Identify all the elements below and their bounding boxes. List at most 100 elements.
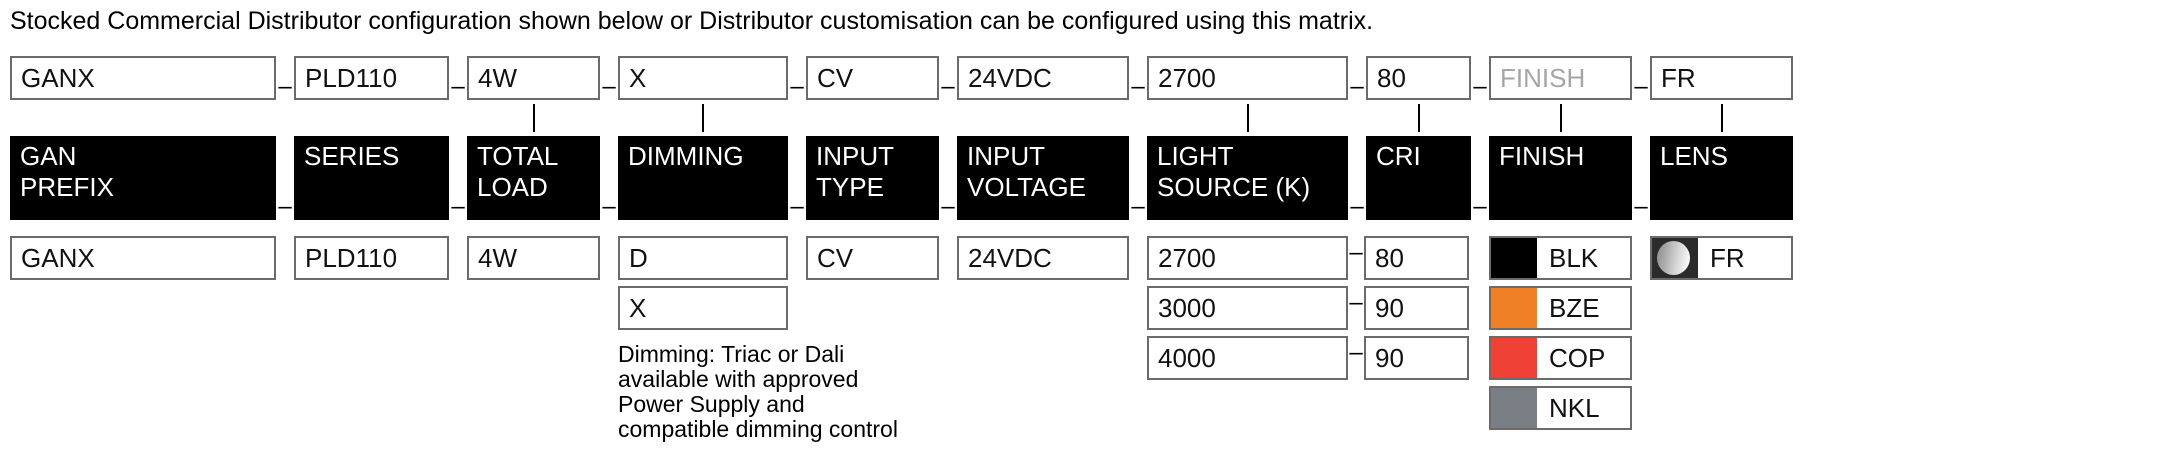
option-row: PLD110 [294, 236, 449, 280]
swatch-option-lens-FR[interactable]: FR [1650, 236, 1793, 280]
color-swatch-nkl-icon [1491, 388, 1537, 428]
swatch-option-finish-NKL[interactable]: NKL [1489, 386, 1632, 430]
option-input_type-CV[interactable]: CV [806, 236, 939, 280]
dash-separator-top: – [602, 73, 616, 100]
swatch-label-fr: FR [1710, 243, 1745, 273]
column-separator: –– [1348, 56, 1366, 219]
selected-value-dimming[interactable]: X [618, 56, 788, 100]
dash-separator-top: – [451, 73, 465, 100]
column-header-series: SERIES [294, 136, 449, 220]
swatch-label-bze: BZE [1549, 293, 1600, 323]
column-input_voltage: 24VDC INPUT VOLTAGE 24VDC [957, 56, 1129, 280]
column-header-dimming: DIMMING [618, 136, 788, 220]
column-separator: –– [276, 56, 294, 219]
column-lens: FR LENS FR [1650, 56, 1793, 280]
column-total_load: 4W TOTAL LOAD 4W [467, 56, 600, 280]
column-input_type: CV INPUT TYPE CV [806, 56, 939, 280]
selected-value-lens[interactable]: FR [1650, 56, 1793, 100]
column-header-input_type: INPUT TYPE [806, 136, 939, 220]
connector-line-finish [1489, 100, 1632, 136]
option-cri-90[interactable]: 90 [1364, 336, 1469, 380]
option-light_source-3000[interactable]: 3000 [1147, 286, 1348, 330]
option-input_voltage-24VDC[interactable]: 24VDC [957, 236, 1129, 280]
option-light_source-2700[interactable]: 2700 [1147, 236, 1348, 280]
connector-line-total_load [467, 100, 600, 136]
column-header-lens: LENS [1650, 136, 1793, 220]
dash-separator-top: – [278, 73, 292, 100]
selected-value-input_type[interactable]: CV [806, 56, 939, 100]
dash-separator-top: – [790, 73, 804, 100]
column-separator: –– [1129, 56, 1147, 219]
dash-separator-header: – [451, 193, 465, 220]
selected-value-series[interactable]: PLD110 [294, 56, 449, 100]
swatch-label-blk: BLK [1549, 243, 1599, 273]
option-row: GANX [10, 236, 276, 280]
dash-separator-top: – [1634, 73, 1648, 100]
note-dimming: Dimming: Triac or Dali available with ap… [618, 341, 898, 442]
column-separator: –– [449, 56, 467, 219]
dash-separator-header: – [1350, 193, 1364, 220]
connector-line-light_source [1147, 100, 1348, 136]
option-dimming-D[interactable]: D [618, 236, 788, 280]
dash-separator-header: – [941, 193, 955, 220]
option-row: 2700–80 [1147, 236, 1469, 280]
column-header-total_load: TOTAL LOAD [467, 136, 600, 220]
dash-separator-option: – [1349, 289, 1363, 316]
swatch-option-finish-COP[interactable]: COP [1489, 336, 1632, 380]
option-gan_prefix-GANX[interactable]: GANX [10, 236, 276, 280]
dash-separator-header: – [1473, 193, 1487, 220]
option-row: 4000–90 [1147, 336, 1469, 380]
swatch-label-nkl: NKL [1549, 393, 1600, 423]
option-total_load-4W[interactable]: 4W [467, 236, 600, 280]
selected-value-light_source[interactable]: 2700 [1147, 56, 1348, 100]
column-separator: –– [600, 56, 618, 219]
column-header-finish: FINISH [1489, 136, 1632, 220]
option-light_source-4000[interactable]: 4000 [1147, 336, 1348, 380]
color-swatch-blk-icon [1491, 238, 1537, 278]
option-series-PLD110[interactable]: PLD110 [294, 236, 449, 280]
column-header-input_voltage: INPUT VOLTAGE [957, 136, 1129, 220]
dash-separator-option: – [1349, 339, 1363, 366]
swatch-option-finish-BZE[interactable]: BZE [1489, 286, 1632, 330]
option-row: 24VDC [957, 236, 1129, 280]
color-swatch-bze-icon [1491, 288, 1537, 328]
selected-value-input_voltage[interactable]: 24VDC [957, 56, 1129, 100]
swatch-label-cop: COP [1549, 343, 1606, 373]
option-row: 4W [467, 236, 600, 280]
connector-line-input_voltage [957, 100, 1129, 136]
swatch-option-finish-BLK[interactable]: BLK [1489, 236, 1632, 280]
selected-value-cri[interactable]: 80 [1366, 56, 1471, 100]
connector-line-gan_prefix [10, 100, 276, 136]
column-header-light_source: LIGHT SOURCE (K) [1147, 136, 1348, 220]
column-header-cri: CRI [1366, 136, 1471, 220]
selected-value-finish[interactable]: FINISH [1489, 56, 1632, 100]
dash-separator-header: – [1131, 193, 1145, 220]
option-dimming-X[interactable]: X [618, 286, 788, 330]
connector-line-dimming [618, 100, 788, 136]
column-separator: –– [1471, 56, 1489, 219]
option-cri-80[interactable]: 80 [1364, 236, 1469, 280]
selected-value-gan_prefix[interactable]: GANX [10, 56, 276, 100]
column-separator: –– [788, 56, 806, 219]
selected-value-total_load[interactable]: 4W [467, 56, 600, 100]
dash-separator-option: – [1349, 239, 1363, 266]
dash-separator-header: – [1634, 193, 1648, 220]
connector-line-input_type [806, 100, 939, 136]
dash-separator-top: – [941, 73, 955, 100]
intro-text: Stocked Commercial Distributor configura… [10, 7, 1374, 35]
column-separator: –– [939, 56, 957, 219]
column-separator: –– [1632, 56, 1650, 219]
column-finish: FINISH FINISH BLK BZE COP NKL [1489, 56, 1632, 430]
connector-line-series [294, 100, 449, 136]
option-cri-90[interactable]: 90 [1364, 286, 1469, 330]
option-row: X [618, 286, 788, 330]
dash-separator-header: – [278, 193, 292, 220]
option-row: CV [806, 236, 939, 280]
